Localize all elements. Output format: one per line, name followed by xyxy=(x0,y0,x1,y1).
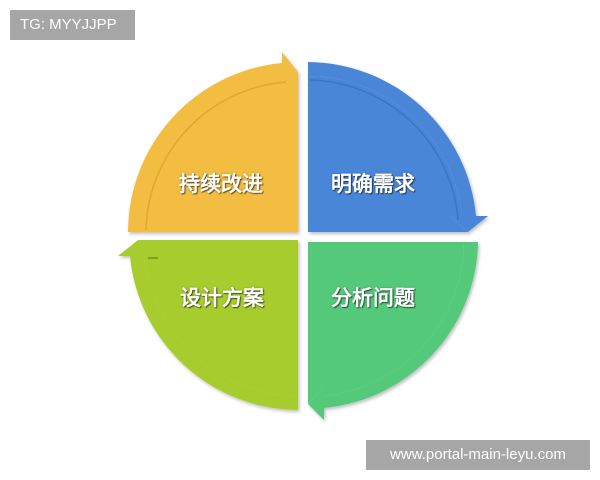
quadrant-bottom-right xyxy=(308,242,478,420)
quadrant-top-left xyxy=(128,52,298,232)
label-continuous-improvement: 持续改进 xyxy=(179,172,263,196)
label-design-solution: 设计方案 xyxy=(180,286,264,310)
watermark-bottom-right: www.portal-main-leyu.com xyxy=(366,440,590,470)
quadrant-bottom-left xyxy=(118,240,298,410)
quadrant-top-right xyxy=(308,62,488,232)
label-clarify-requirements: 明确需求 xyxy=(331,172,415,196)
watermark-top-left: TG: MYYJJPP xyxy=(10,10,135,40)
label-analyze-problem: 分析问题 xyxy=(331,286,415,310)
